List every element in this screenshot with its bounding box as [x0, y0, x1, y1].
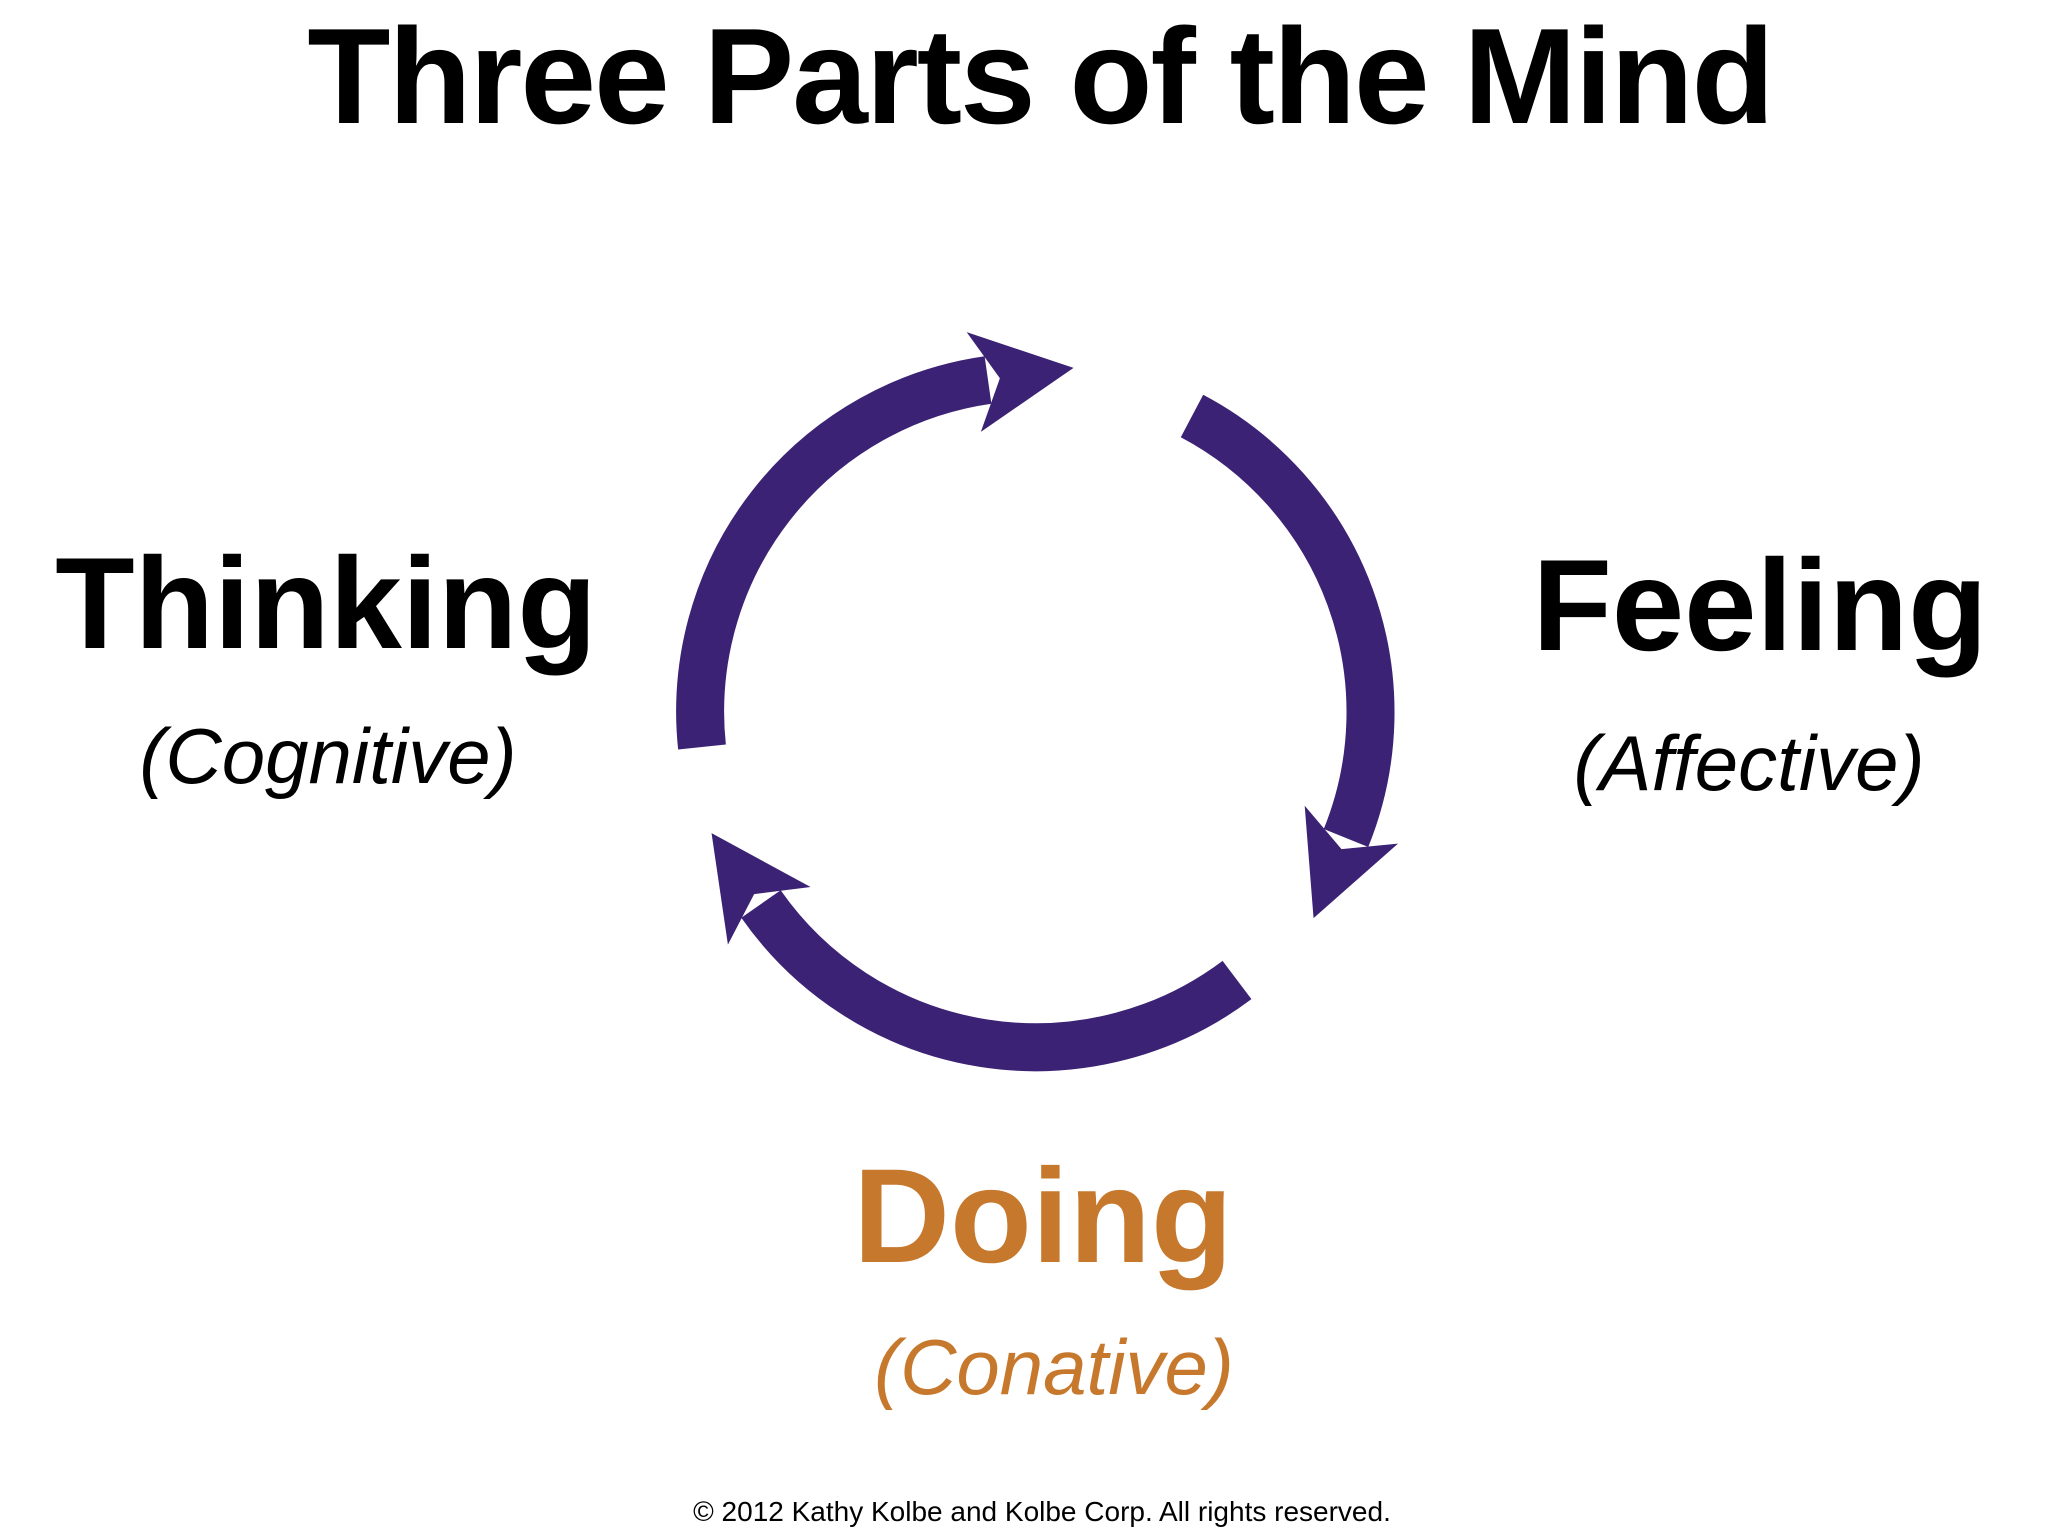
cycle-arrow-right-icon: [1180, 394, 1399, 919]
label-doing: Doing: [853, 1142, 1233, 1291]
label-feeling: Feeling: [1532, 532, 1988, 678]
page-title: Three Parts of the Mind: [307, 0, 1774, 152]
sublabel-conative: (Conative): [874, 1323, 1234, 1411]
label-thinking: Thinking: [55, 530, 597, 676]
cycle-arrow-left-icon: [676, 332, 1074, 750]
sublabel-cognitive: (Cognitive): [139, 712, 517, 800]
sublabel-affective: (Affective): [1573, 719, 1925, 807]
copyright-text: © 2012 Kathy Kolbe and Kolbe Corp. All r…: [693, 1496, 1391, 1527]
cycle-arrow-bottom-icon: [711, 833, 1252, 1072]
